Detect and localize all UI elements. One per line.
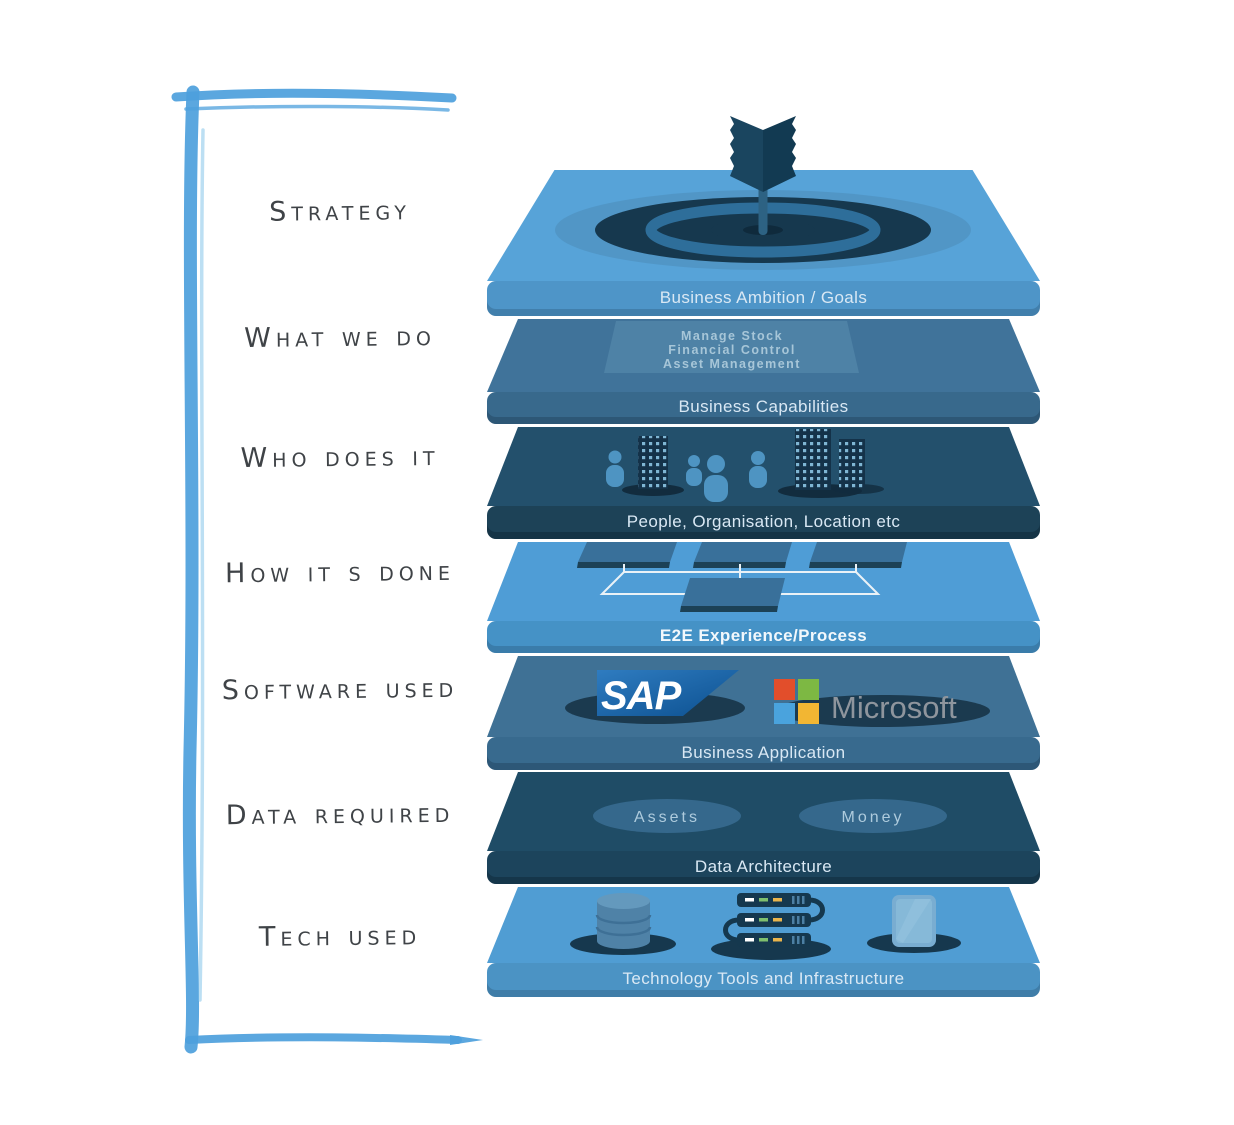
layer6-caption: Data Architecture — [694, 856, 833, 876]
layer1-bar: Business Ambition / Goals — [487, 281, 1040, 316]
layer6-top: Assets Money — [487, 772, 1040, 851]
data-entities: Assets Money — [593, 799, 947, 833]
layer5-top: SAP Microsoft — [487, 656, 1040, 737]
layer5-bar: Business Application — [487, 737, 1040, 770]
label-tech-used: Tech used — [258, 920, 422, 953]
building-icon — [839, 439, 865, 488]
tech-icons — [570, 893, 961, 960]
capability-line-1: Manage Stock — [681, 329, 783, 343]
capability-line-2: Financial Control — [668, 343, 796, 357]
dart-arrow-icon — [730, 116, 796, 235]
money-label: Money — [841, 809, 904, 826]
money-ellipse — [799, 799, 947, 833]
people-buildings-icon — [606, 429, 884, 502]
label-what-we-do: What we do — [244, 320, 436, 355]
assets-ellipse — [593, 799, 741, 833]
microsoft-logo: Microsoft — [774, 679, 957, 725]
layer5-caption: Business Application — [681, 742, 846, 762]
label-how-its-done: How it s done — [224, 555, 456, 590]
person-icon — [606, 450, 767, 502]
software-logos: SAP Microsoft — [565, 670, 990, 727]
layer6-bar: Data Architecture — [487, 851, 1040, 884]
layer4-bar: E2E Experience/Process — [487, 621, 1040, 653]
capability-line-3: Asset Management — [663, 357, 801, 371]
label-software-used: Software used — [221, 672, 459, 707]
layer3-bar: People, Organisation, Location etc — [487, 506, 1040, 539]
sap-logo-text: SAP — [601, 674, 682, 718]
layer4-top — [487, 542, 1040, 621]
microsoft-logo-text: Microsoft — [831, 690, 957, 725]
server-icon — [723, 893, 825, 947]
layer7-top — [487, 887, 1040, 963]
label-data-required: Data required — [225, 797, 455, 832]
layer1-caption: Business Ambition / Goals — [659, 287, 868, 307]
database-icon — [595, 893, 652, 949]
layer3-caption: People, Organisation, Location etc — [626, 511, 901, 531]
sap-logo: SAP — [597, 670, 739, 718]
building-icon — [638, 436, 668, 489]
layer3-top — [487, 427, 1040, 506]
flowchart-icon — [577, 542, 907, 612]
layer7-caption: Technology Tools and Infrastructure — [622, 969, 905, 988]
layer2-caption: Business Capabilities — [678, 397, 849, 416]
capability-panel: Manage Stock Financial Control Asset Man… — [604, 321, 859, 373]
layer7-bar: Technology Tools and Infrastructure — [487, 963, 1040, 997]
layer4-caption: E2E Experience/Process — [659, 626, 868, 645]
label-strategy: Strategy — [268, 195, 412, 228]
assets-label: Assets — [634, 809, 700, 826]
label-who-does-it: Who does it — [240, 440, 440, 475]
smartphone-icon — [892, 895, 936, 947]
building-icon — [795, 429, 831, 490]
layer2-bar: Business Capabilities — [487, 392, 1040, 424]
layer2-top: Manage Stock Financial Control Asset Man… — [487, 319, 1040, 392]
